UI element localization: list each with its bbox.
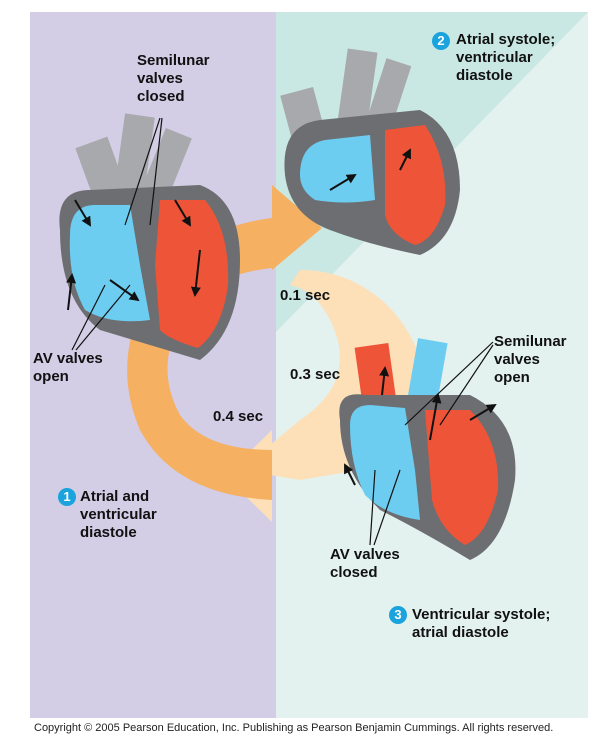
pointer-line — [75, 284, 131, 351]
left-chamber — [425, 410, 499, 545]
heart-phase2 — [280, 48, 460, 255]
duration-phase1: 0.4 sec — [213, 408, 264, 425]
flow-arrow — [329, 173, 357, 191]
pointer-line — [71, 284, 106, 351]
pointer-line — [404, 341, 494, 426]
phase1-title: Atrial and ventricular diastole — [80, 488, 157, 541]
left-chamber — [385, 125, 446, 245]
phase2-badge: 2 — [432, 32, 450, 50]
flow-arrow — [190, 249, 201, 297]
pointer-line — [124, 117, 161, 226]
duration-phase3: 0.3 sec — [290, 366, 341, 383]
copyright-notice: Copyright © 2005 Pearson Education, Inc.… — [34, 722, 554, 734]
pointer-line — [149, 117, 163, 226]
cycle-arrowhead-right — [272, 185, 322, 270]
heart-phase3 — [339, 338, 516, 560]
flow-arrow — [399, 148, 411, 171]
flow-arrow — [74, 199, 92, 227]
flow-arrow — [109, 279, 140, 302]
av-open-label: AV valves open — [33, 350, 103, 385]
semilunar-closed-label: Semilunar valves closed — [137, 52, 210, 105]
flow-arrow — [429, 393, 442, 441]
right-chamber — [350, 405, 420, 520]
pointer-line — [373, 469, 401, 546]
pointer-line — [439, 344, 494, 426]
av-closed-label: AV valves closed — [330, 546, 400, 581]
phase3-title: Ventricular systole; atrial diastole — [412, 606, 551, 641]
flow-arrow — [469, 403, 497, 421]
flow-arrow — [379, 366, 390, 396]
flow-arrow — [174, 199, 192, 227]
flow-arrow — [66, 273, 77, 311]
heart-phase1 — [59, 113, 240, 360]
duration-phase2: 0.1 sec — [280, 287, 331, 304]
phase1-badge: 1 — [58, 488, 76, 506]
right-chamber — [300, 135, 375, 203]
phase2-title: Atrial systole; ventricular diastole — [456, 31, 556, 84]
semilunar-open-label: Semilunar valves open — [494, 333, 567, 386]
phase3-badge: 3 — [389, 606, 407, 624]
pointer-line — [369, 469, 376, 546]
flow-arrow — [344, 463, 356, 486]
left-chamber — [155, 200, 229, 348]
